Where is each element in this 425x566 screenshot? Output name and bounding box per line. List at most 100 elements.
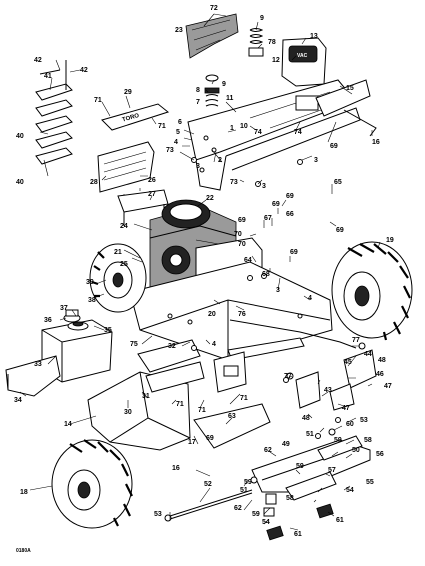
callout: 54 bbox=[262, 519, 270, 526]
callout: 60 bbox=[346, 421, 354, 428]
callout: 69 bbox=[206, 435, 214, 442]
spring-cups bbox=[204, 74, 220, 107]
spindle-hardware bbox=[250, 428, 336, 541]
callout: 11 bbox=[226, 95, 234, 102]
callout: 78 bbox=[268, 39, 276, 46]
callout: 17 bbox=[188, 439, 196, 446]
callout: 16 bbox=[172, 465, 180, 472]
callout: 71 bbox=[240, 395, 248, 402]
callout: 59 bbox=[244, 479, 252, 486]
callout: 41 bbox=[44, 73, 52, 80]
callout: 40 bbox=[16, 179, 24, 186]
callout: 73 bbox=[230, 179, 238, 186]
callout: 59 bbox=[296, 463, 304, 470]
hood-top: TORO bbox=[101, 103, 170, 131]
callout: 76 bbox=[238, 311, 246, 318]
floor-plate bbox=[193, 403, 271, 449]
callout: 37 bbox=[60, 305, 68, 312]
callout: 23 bbox=[175, 27, 183, 34]
callout: 72 bbox=[210, 5, 218, 12]
fasteners bbox=[191, 157, 341, 439]
callout: 18 bbox=[20, 489, 28, 496]
callout: 3 bbox=[314, 157, 318, 164]
callout: 21 bbox=[114, 249, 122, 256]
callout: 71 bbox=[198, 407, 206, 414]
callout: 49 bbox=[282, 441, 290, 448]
callout: 77 bbox=[284, 373, 292, 380]
gauge-label: VAC bbox=[297, 53, 308, 59]
callout: 62 bbox=[234, 505, 242, 512]
callout: 57 bbox=[328, 467, 336, 474]
callout: 42 bbox=[34, 57, 42, 64]
callout: 3 bbox=[196, 163, 200, 170]
callout: 25 bbox=[120, 261, 128, 268]
callout: 61 bbox=[336, 517, 344, 524]
callout: 74 bbox=[294, 129, 302, 136]
callout: 29 bbox=[124, 89, 132, 96]
callout: 52 bbox=[204, 481, 212, 488]
callout: 69 bbox=[286, 193, 294, 200]
callout: 51 bbox=[306, 431, 314, 438]
callout: 10 bbox=[240, 123, 248, 130]
callout: 69 bbox=[238, 217, 246, 224]
callout: 66 bbox=[286, 211, 294, 218]
callout: 71 bbox=[176, 401, 184, 408]
callout: 69 bbox=[330, 143, 338, 150]
callout: 44 bbox=[364, 351, 372, 358]
callout: 71 bbox=[94, 97, 102, 104]
right-rear-tire bbox=[331, 241, 413, 341]
side-panels bbox=[35, 60, 73, 165]
callout: 69 bbox=[336, 227, 344, 234]
front-axle bbox=[251, 435, 371, 501]
steering-bracket bbox=[185, 13, 239, 59]
callout: 53 bbox=[360, 417, 368, 424]
callout: 74 bbox=[254, 129, 262, 136]
callout: 69 bbox=[290, 249, 298, 256]
callout: 50 bbox=[352, 447, 360, 454]
callout: 31 bbox=[142, 393, 150, 400]
callout: 63 bbox=[228, 413, 236, 420]
callout: 77 bbox=[352, 337, 360, 344]
callout: 22 bbox=[206, 195, 214, 202]
callout: 3 bbox=[276, 287, 280, 294]
cross-panel bbox=[137, 339, 205, 393]
callout: 2 bbox=[218, 157, 222, 164]
callout: 42 bbox=[80, 67, 88, 74]
callout: 33 bbox=[34, 361, 42, 368]
callout: 48 bbox=[378, 357, 386, 364]
callout: 32 bbox=[168, 343, 176, 350]
callout: 9 bbox=[222, 81, 226, 88]
figure-code: 0180A bbox=[16, 548, 31, 554]
callout: 15 bbox=[346, 85, 354, 92]
callout: 65 bbox=[334, 179, 342, 186]
tie-rod bbox=[164, 489, 253, 522]
callout: 48 bbox=[302, 415, 310, 422]
callout: 19 bbox=[386, 237, 394, 244]
pivot-bracket bbox=[213, 351, 247, 393]
front-fender bbox=[87, 371, 191, 451]
callout: 34 bbox=[14, 397, 22, 404]
callout: 58 bbox=[286, 495, 294, 502]
callout: 16 bbox=[372, 139, 380, 146]
callout: 46 bbox=[376, 371, 384, 378]
callout: 26 bbox=[148, 177, 156, 184]
callout: 68 bbox=[262, 271, 270, 278]
callout: 7 bbox=[196, 99, 200, 106]
callout: 28 bbox=[90, 179, 98, 186]
callout: 61 bbox=[294, 531, 302, 538]
callout: 64 bbox=[244, 257, 252, 264]
callout: 75 bbox=[130, 341, 138, 348]
fuel-tank: VAC bbox=[281, 37, 327, 87]
callout: 6 bbox=[178, 119, 182, 126]
callout: 4 bbox=[308, 295, 312, 302]
callout: 30 bbox=[124, 409, 132, 416]
callout: 54 bbox=[346, 487, 354, 494]
front-left-tire bbox=[51, 439, 133, 529]
callout: 70 bbox=[238, 241, 246, 248]
left-rear-tire bbox=[89, 243, 147, 313]
callout: 4 bbox=[212, 341, 216, 348]
callout-labels: 72 23 9 78 13 12 42 42 41 9 8 7 11 15 29… bbox=[14, 5, 394, 554]
callout: 70 bbox=[234, 231, 242, 238]
main-frame bbox=[129, 261, 357, 361]
callout: 47 bbox=[384, 383, 392, 390]
